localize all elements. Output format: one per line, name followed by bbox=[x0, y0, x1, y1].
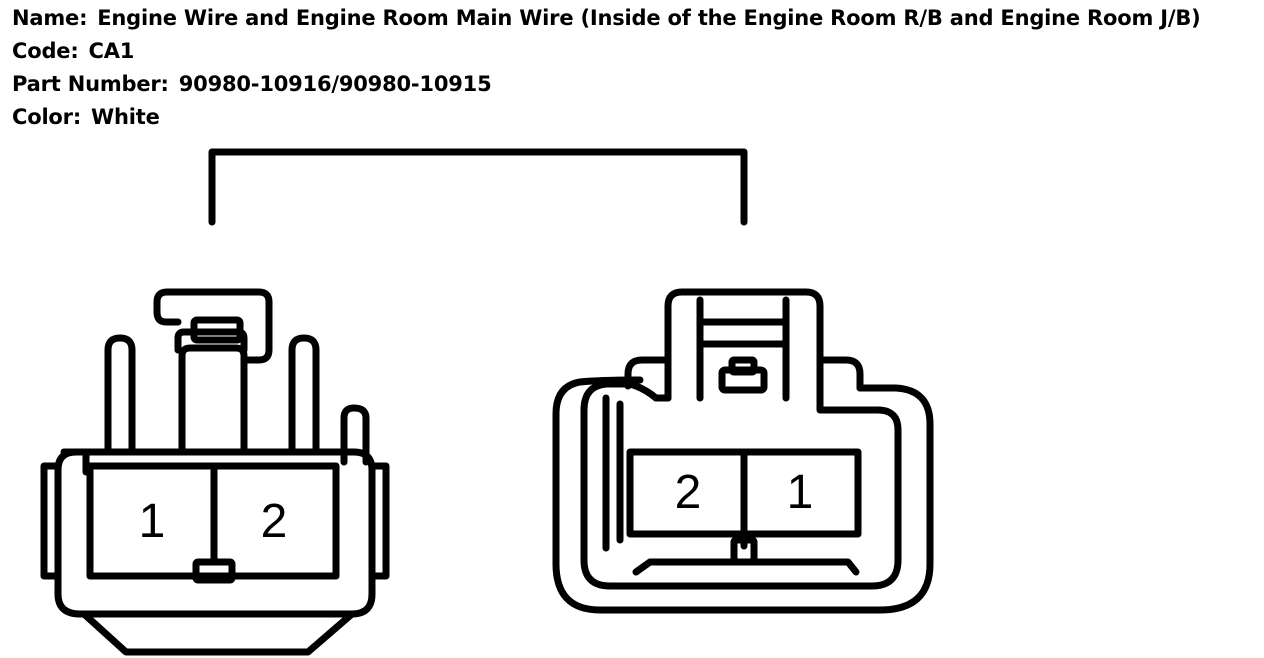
part-number-value: 90980-10916/90980-10915 bbox=[178, 72, 492, 96]
pairing-bracket bbox=[208, 148, 748, 226]
left-pin-2-label: 2 bbox=[261, 495, 288, 548]
left-pin-1-label: 1 bbox=[139, 495, 166, 548]
right-pin-1-label: 1 bbox=[787, 466, 814, 519]
name-value: Engine Wire and Engine Room Main Wire (I… bbox=[97, 6, 1201, 30]
part-number-row: Part Number: 90980-10916/90980-10915 bbox=[12, 68, 1201, 101]
code-row: Code: CA1 bbox=[12, 35, 1201, 68]
connector-info-block: Name: Engine Wire and Engine Room Main Wi… bbox=[12, 2, 1201, 134]
color-label: Color: bbox=[12, 105, 82, 129]
right-pin-2-label: 2 bbox=[675, 466, 702, 519]
part-number-label: Part Number: bbox=[12, 72, 169, 96]
code-value: CA1 bbox=[88, 39, 135, 63]
code-label: Code: bbox=[12, 39, 79, 63]
color-row: Color: White bbox=[12, 101, 1201, 134]
left-connector bbox=[40, 288, 390, 656]
right-connector bbox=[552, 288, 934, 614]
color-value: White bbox=[91, 105, 160, 129]
name-row: Name: Engine Wire and Engine Room Main Wi… bbox=[12, 2, 1201, 35]
name-label: Name: bbox=[12, 6, 88, 30]
